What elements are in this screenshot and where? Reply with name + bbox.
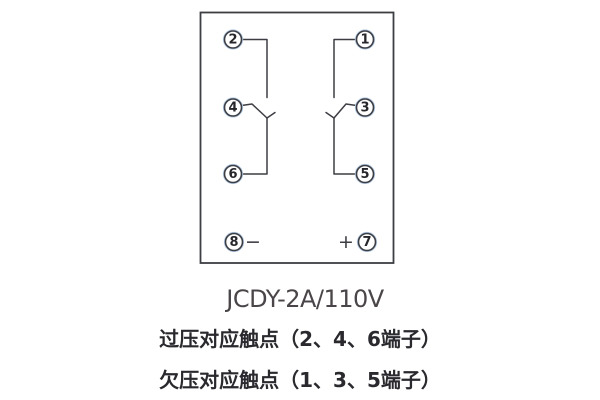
- terminal-3-label: 3: [360, 101, 369, 116]
- terminal-5-halo: [354, 163, 376, 185]
- terminal-6-label: 6: [228, 167, 237, 182]
- wire-terminal3-blade: [333, 103, 358, 119]
- terminal-3-halo: [354, 97, 376, 118]
- terminal-5-label: 5: [360, 167, 369, 182]
- wire-terminal6-riser: [240, 117, 268, 175]
- terminal-2-label: 2: [228, 33, 237, 48]
- overvoltage-contacts-note: 过压对应触点（2、4、6端子）: [159, 327, 441, 351]
- terminal-2-halo: [222, 29, 244, 50]
- wire-terminal2-fixed-contact: [240, 38, 268, 99]
- wire-terminal5-riser: [333, 117, 358, 175]
- terminal-7-circle: [357, 232, 377, 252]
- wire-terminal1-fixed-contact: [333, 38, 358, 99]
- terminal-1-halo: [354, 29, 376, 50]
- terminal-7-halo: [356, 231, 378, 253]
- terminal-1-label: 1: [360, 33, 369, 48]
- terminal-4-halo: [222, 97, 244, 118]
- wire-terminal4-blade: [240, 103, 268, 119]
- minus-sign: −: [245, 231, 261, 253]
- contact-tick-right: [325, 111, 335, 119]
- terminal-3-circle: [355, 98, 375, 117]
- terminal-1-circle: [355, 30, 375, 49]
- plus-sign: +: [338, 231, 354, 253]
- terminal-4-label: 4: [228, 101, 237, 116]
- terminal-6-circle: [223, 164, 243, 184]
- terminal-5-circle: [355, 164, 375, 184]
- terminal-2-circle: [223, 30, 243, 49]
- terminal-4-circle: [223, 98, 243, 117]
- terminal-6-halo: [222, 163, 244, 185]
- terminal-8-halo: [223, 231, 245, 253]
- undervoltage-contacts-note: 欠压对应触点（1、3、5端子）: [159, 368, 441, 392]
- contact-tick-left: [266, 111, 276, 119]
- diagram-box: [199, 11, 395, 264]
- terminal-8-label: 8: [229, 235, 238, 250]
- terminal-7-label: 7: [362, 235, 371, 250]
- terminal-8-circle: [224, 232, 244, 252]
- relay-model-label: JCDY-2A/110V: [226, 285, 384, 313]
